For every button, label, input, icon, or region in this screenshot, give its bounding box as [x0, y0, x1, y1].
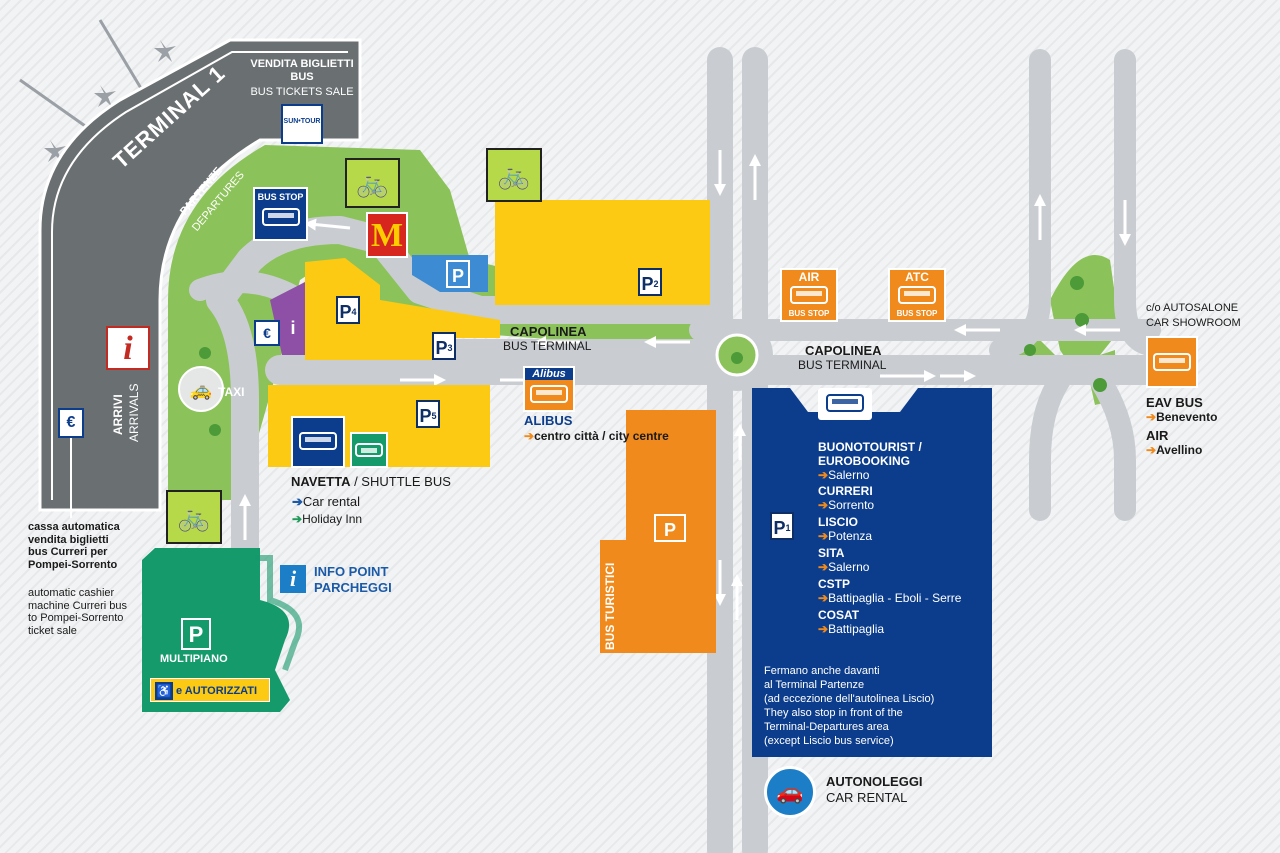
bus-turistici-label: BUS TURISTICI — [603, 562, 617, 650]
info-point-line2: PARCHEGGI — [314, 580, 392, 595]
taxi-icon: 🚕 — [178, 366, 224, 412]
bus-line: LISCIO Potenza — [818, 515, 961, 543]
bus-icon — [1153, 353, 1191, 371]
arrivals-it-label: ARRIVI — [111, 394, 125, 435]
shuttle-bus-sign — [291, 416, 345, 468]
mcdonalds-icon: M — [366, 212, 408, 258]
bus-icon — [299, 432, 337, 450]
autorizzati-box: ♿e AUTORIZZATI — [150, 678, 270, 702]
atc-bus-stop-sign: ATC BUS STOP — [888, 268, 946, 322]
capolinea-east-it: CAPOLINEA — [805, 343, 882, 358]
info-point-line1: INFO POINT — [314, 564, 389, 579]
info-icon: i — [106, 326, 150, 370]
bicycle-icon: 🚲 — [177, 502, 211, 532]
airplane-icons — [44, 40, 176, 162]
bus-lines-list: BUONOTOURIST / EUROBOOKING Salerno CURRE… — [818, 440, 961, 636]
showroom-en: CAR SHOWROOM — [1146, 317, 1241, 329]
multipiano-building — [142, 548, 290, 712]
suntour-logo: SUN•TOUR — [281, 104, 323, 144]
car-rental-en: CAR RENTAL — [826, 790, 908, 805]
capolinea-west-en: BUS TERMINAL — [503, 339, 592, 353]
bus-line: COSAT Battipaglia — [818, 608, 961, 636]
air-bus-stop-sign: AIR BUS STOP — [780, 268, 838, 322]
showroom-it: c/o AUTOSALONE — [1146, 302, 1239, 314]
wheelchair-icon: ♿ — [155, 682, 173, 700]
bus-icon — [826, 394, 864, 412]
bus-icon — [530, 385, 568, 403]
taxi-label: TAXI — [218, 385, 245, 399]
bus-line: SITA Salerno — [818, 546, 961, 574]
parking-p2-badge: P2 — [638, 268, 662, 296]
bus-icon — [355, 443, 383, 457]
bus-line: CSTP Battipaglia - Eboli - Serre — [818, 577, 961, 605]
alibus-destination: centro città / city centre — [524, 429, 669, 444]
alibus-sign: Alibus — [523, 366, 575, 412]
capolinea-west-it: CAPOLINEA — [510, 324, 587, 339]
capolinea-east-en: BUS TERMINAL — [798, 358, 887, 372]
bus-icon — [790, 286, 828, 304]
alibus-name: ALIBUS — [524, 413, 573, 428]
bicycle-icon: 🚲 — [497, 160, 531, 190]
terminal-bus-sign — [818, 388, 872, 420]
shuttle-green-sign — [350, 432, 388, 468]
car-rental-it: AUTONOLEGGI — [826, 774, 923, 789]
navetta-title: NAVETTA / SHUTTLE BUS — [291, 474, 451, 489]
parking-p5-badge: P5 — [416, 400, 440, 428]
bus-icon — [898, 286, 936, 304]
bus-line: CURRERI Sorrento — [818, 484, 961, 512]
navetta-holiday-inn: Holiday Inn — [292, 512, 362, 527]
multipiano-parking-icon: P — [181, 618, 211, 650]
cashier-machine-icon: € — [58, 408, 84, 438]
eav-bus-sign — [1146, 336, 1198, 388]
bus-icon — [261, 208, 300, 226]
payment-machine-icon: € — [254, 320, 280, 346]
bus-stop-sign: BUS STOP — [253, 187, 308, 241]
parking-p2-area — [495, 200, 710, 305]
air-line-name: AIR — [1146, 428, 1169, 443]
bicycle-sign-3: 🚲 — [166, 490, 222, 544]
multipiano-label: MULTIPIANO — [160, 653, 228, 665]
parking-p1-badge: P1 — [770, 512, 794, 540]
bus-tickets-it: VENDITA BIGLIETTI BUS — [250, 58, 354, 83]
bus-tickets-en: BUS TICKETS SALE — [250, 86, 354, 98]
blue-parking-badge: P — [446, 260, 470, 288]
bicycle-icon: 🚲 — [356, 168, 389, 198]
navetta-car-rental: Car rental — [292, 494, 360, 510]
arrivals-en-label: ARRIVALS — [127, 383, 141, 442]
eav-bus-destination: Benevento — [1146, 410, 1217, 425]
parking-p4-badge: P4 — [336, 296, 360, 324]
bus-parking-badge: PP — [654, 514, 686, 542]
info-desk-icon: i — [290, 318, 296, 338]
bicycle-sign-2: 🚲 — [486, 148, 542, 202]
bus-line: BUONOTOURIST / EUROBOOKING Salerno — [818, 440, 961, 482]
alibus-logo: Alibus — [525, 368, 573, 380]
info-point-icon: i — [280, 565, 306, 593]
eav-bus-name: EAV BUS — [1146, 395, 1203, 410]
car-rental-icon: 🚗 — [764, 766, 816, 818]
parking-p3-badge: P3 — [432, 332, 456, 360]
air-line-destination: Avellino — [1146, 443, 1202, 458]
bicycle-sign-1: 🚲 — [345, 158, 400, 208]
